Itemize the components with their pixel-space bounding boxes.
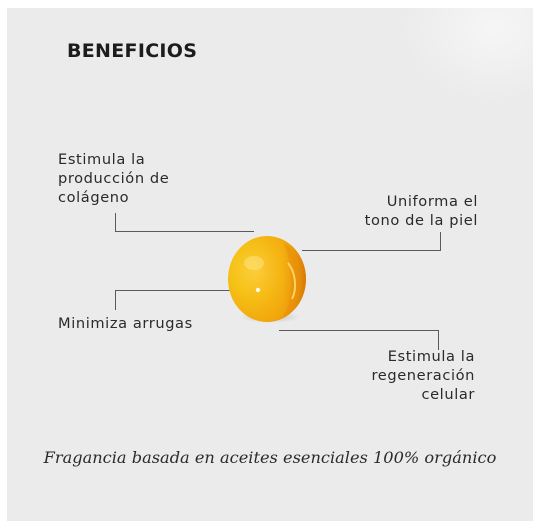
- benefit-collagen-line-2: producción de: [58, 170, 170, 187]
- connector-regeneration-horizontal: [279, 330, 439, 331]
- connector-wrinkles-vertical: [115, 290, 116, 310]
- benefit-regeneration-line-1: Estimula la: [387, 348, 475, 365]
- connector-wrinkles-horizontal: [115, 290, 258, 291]
- benefit-regeneration-line-2: regeneración: [371, 367, 475, 384]
- connector-skin-tone-vertical: [440, 232, 441, 251]
- benefit-skin-tone: Uniforma el tono de la piel: [365, 192, 478, 230]
- benefit-wrinkles-line-1: Minimiza arrugas: [58, 315, 193, 332]
- oil-capsule-icon: [226, 233, 308, 325]
- benefits-panel: BENEFICIOS Estimula la producción de col…: [7, 8, 533, 521]
- fragrance-caption: Fragancia basada en aceites esenciales 1…: [43, 448, 497, 467]
- benefit-skin-tone-line-1: Uniforma el: [386, 193, 478, 210]
- benefit-skin-tone-line-2: tono de la piel: [364, 212, 478, 229]
- benefit-collagen-line-3: colágeno: [58, 189, 130, 206]
- benefit-collagen: Estimula la producción de colágeno: [58, 150, 169, 207]
- connector-collagen-horizontal: [115, 231, 254, 232]
- oil-capsule-graphic: [228, 236, 306, 323]
- benefit-wrinkles: Minimiza arrugas: [58, 314, 193, 333]
- connector-skin-tone-horizontal: [302, 250, 441, 251]
- benefit-collagen-line-1: Estimula la: [58, 151, 146, 168]
- section-title: BENEFICIOS: [67, 40, 198, 62]
- benefit-regeneration-line-3: celular: [421, 386, 475, 403]
- light-shade: [393, 8, 533, 108]
- connector-regeneration-vertical: [438, 330, 439, 350]
- connector-collagen-vertical: [115, 213, 116, 232]
- benefit-regeneration: Estimula la regeneración celular: [371, 347, 475, 404]
